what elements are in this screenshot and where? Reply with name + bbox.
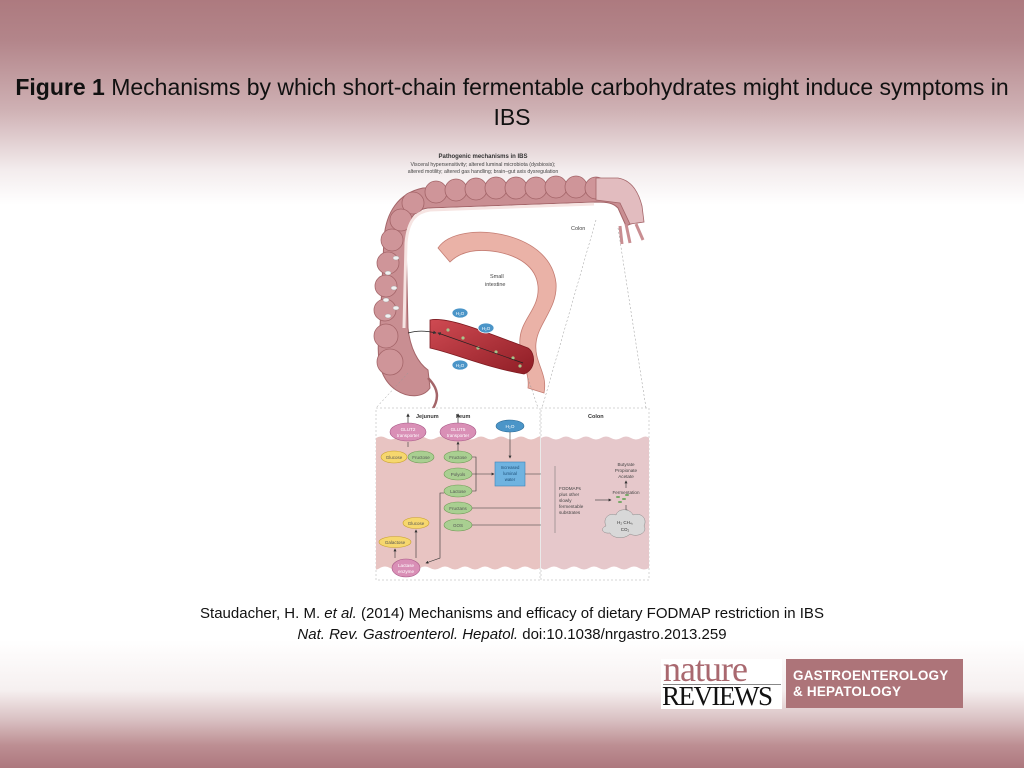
fructans-node: Fructans — [449, 506, 467, 511]
small-intestine-label-1: Small — [490, 274, 504, 280]
logo-journal-line-1: GASTROENTEROLOGY — [793, 668, 949, 683]
fodmaps-label-5: substrates — [559, 510, 581, 515]
bacteria-icon — [616, 494, 629, 503]
nature-reviews-wordmark: nature REVIEWS — [661, 651, 782, 711]
water-node-label: H₂O — [505, 424, 514, 430]
figure-subheading-2: altered motility; altered gas handling; … — [408, 169, 559, 175]
logo-nature-text: nature — [663, 649, 748, 689]
fodmaps-label-4: fermentable — [559, 504, 584, 509]
ileum-label: Ileum — [456, 414, 470, 420]
fodmaps-label-3: slowly — [559, 498, 572, 503]
glut2-label: GLUT2 — [401, 427, 416, 432]
increased-water-label-3: water — [505, 477, 516, 482]
glucose-product-node: Glucose — [408, 521, 425, 526]
galactose-node: Galactose — [385, 540, 406, 545]
water-label: H₂O — [482, 326, 491, 331]
gos-node: GOS — [453, 523, 463, 528]
glut5-label-2: transporter — [447, 433, 470, 438]
small-intestine-illustration: Small intestine H₂O H₂O H₂O — [407, 231, 557, 394]
lactase-label-2: enzyme — [398, 569, 415, 574]
lactose-node: Lactose — [450, 489, 466, 494]
figure-subheading-1: Visceral hypersensitivity; altered lumin… — [411, 162, 556, 168]
gases-label-1: H₂ CH₄, — [617, 520, 633, 525]
citation-title: (2014) Mechanisms and efficacy of dietar… — [356, 605, 824, 622]
citation: Staudacher, H. M. et al. (2014) Mechanis… — [0, 603, 1024, 645]
figure-heading: Pathogenic mechanisms in IBS — [438, 154, 527, 160]
citation-doi: doi:10.1038/nrgastro.2013.259 — [518, 626, 727, 643]
jejunum-label: Jejunum — [416, 414, 439, 420]
fructose-node: Fructose — [449, 455, 467, 460]
ileum-sugar-list: Fructose Polyols Lactose Fructans GOS — [443, 450, 473, 532]
gases-label-2: CO₂ — [621, 527, 630, 532]
journal-logo: nature REVIEWS GASTROENTEROLOGY & HEPATO… — [661, 651, 963, 711]
lactase-enzyme — [391, 558, 421, 578]
glut2-label-2: transporter — [397, 433, 420, 438]
glut5-transporter — [439, 422, 477, 442]
fodmaps-label-2: plus other — [559, 492, 580, 497]
fodmaps-label-1: FODMAPs — [559, 486, 582, 491]
water-label: H₂O — [456, 363, 465, 368]
logo-journal-line-2: & HEPATOLOGY — [793, 684, 902, 699]
colon-label: Colon — [571, 226, 585, 232]
water-label: H₂O — [456, 311, 465, 316]
logo-reviews-text: REVIEWS — [662, 681, 773, 711]
water-drops: H₂O H₂O H₂O — [451, 307, 495, 371]
small-intestine-label-2: intestine — [485, 282, 506, 288]
slide-title: Figure 1 Mechanisms by which short-chain… — [0, 72, 1024, 132]
acetate-label: Acetate — [618, 474, 634, 479]
figure-diagram: Pathogenic mechanisms in IBS Visceral hy… — [368, 148, 658, 584]
colon-panel: Colon FODMAPs plus other slowly fermenta… — [540, 407, 650, 581]
figure-header: Pathogenic mechanisms in IBS Visceral hy… — [408, 154, 559, 175]
increased-water-label-2: luminal — [503, 471, 517, 476]
lactase-label-1: Lactase — [398, 563, 415, 568]
citation-etal: et al. — [324, 605, 357, 622]
fructose-node: Fructose — [412, 455, 430, 460]
colon-illustration: Colon — [373, 175, 645, 411]
zoom-guide-lines — [375, 219, 647, 409]
gas-cloud — [602, 509, 646, 538]
butyrate-label: Butyrate — [617, 462, 635, 467]
colon-panel-title: Colon — [588, 414, 604, 420]
citation-line-1: Staudacher, H. M. et al. (2014) Mechanis… — [0, 603, 1024, 624]
citation-line-2: Nat. Rev. Gastroenterol. Hepatol. doi:10… — [0, 624, 1024, 645]
fermentation-label: Fermentation — [612, 490, 640, 495]
polyols-node: Polyols — [451, 472, 466, 477]
increased-water-label-1: Increased — [501, 465, 520, 470]
small-intestine-panel: Jejunum Ileum GLUT2 transporter GLUT5 tr… — [375, 407, 554, 581]
glucose-node: Glucose — [386, 455, 403, 460]
figure-number: Figure 1 — [15, 74, 105, 100]
citation-authors: Staudacher, H. M. — [200, 605, 325, 622]
journal-name-badge: GASTROENTEROLOGY & HEPATOLOGY — [786, 659, 963, 708]
propionate-label: Propionate — [615, 468, 638, 473]
glut5-label: GLUT5 — [451, 427, 466, 432]
logo-divider — [663, 684, 781, 685]
figure-caption: Mechanisms by which short-chain fermenta… — [104, 74, 1009, 130]
citation-journal: Nat. Rev. Gastroenterol. Hepatol. — [297, 626, 519, 643]
increased-water-box — [494, 461, 526, 487]
glut2-transporter — [389, 422, 427, 442]
